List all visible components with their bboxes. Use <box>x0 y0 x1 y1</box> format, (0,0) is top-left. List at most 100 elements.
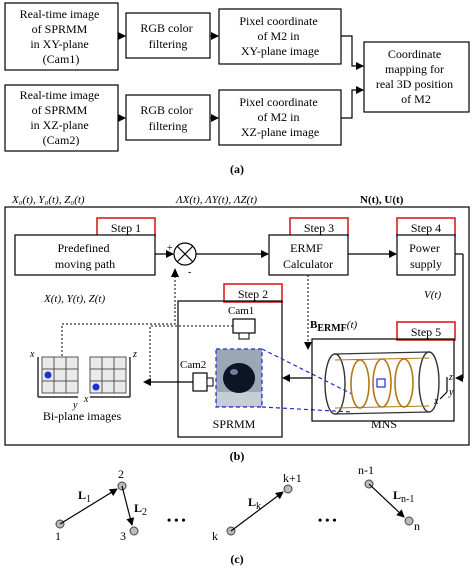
minus-sign: - <box>188 267 191 278</box>
mns-label: MNS <box>371 417 397 431</box>
arrow-power-to-mns <box>455 254 464 382</box>
sprmm-highlight <box>230 369 238 375</box>
mns-axis-y-label: y <box>448 387 454 398</box>
L2-label: L2 <box>134 501 147 518</box>
rgb1-box-text: RGB color filtering <box>140 21 195 51</box>
cam2-image-box <box>4 84 119 152</box>
cam1-icon <box>232 318 256 334</box>
mns-coil-drawing <box>324 351 440 415</box>
xyz-label: X(t), Y(t), Z(t) <box>43 293 105 305</box>
pix1-box-text: Pixel coordinate of M2 in XY-plane image <box>239 14 320 58</box>
feedback-biplane-line <box>61 306 176 356</box>
x0-label: X₀(t), Y₀(t), Z₀(t) <box>11 194 85 206</box>
pix2-box-text: Pixel coordinate of M2 in XZ-plane image <box>239 95 320 139</box>
node-n1-label: n-1 <box>358 463 374 477</box>
path-box-text: Predefined moving path <box>55 241 115 271</box>
biplane1-x-label: x <box>29 349 35 360</box>
step3-label: Step 3 <box>304 221 334 235</box>
sprmm-sphere <box>223 363 255 393</box>
pixel-coordinate-box-1 <box>218 8 342 65</box>
Ln-label: Ln-1 <box>393 488 414 505</box>
node-3 <box>129 526 139 536</box>
biplane-xz-dot <box>92 383 100 391</box>
node-2-label: 2 <box>118 467 124 481</box>
cam2-lens-icon <box>206 377 214 387</box>
ellipsis-1: • • • <box>167 513 186 527</box>
arrow-pix2-to-map <box>341 86 364 119</box>
ermf-box-text: ERMF Calculator <box>283 241 333 271</box>
panel-b: X₀(t), Y₀(t), Z₀(t) ΛX(t), ΛY(t), ΛZ(t) … <box>4 194 470 463</box>
sprmm-frame <box>177 300 283 438</box>
plus-sign: + <box>167 243 173 254</box>
power-box-text: Power supply <box>409 241 443 271</box>
sprmm-photo-base <box>217 392 261 406</box>
panel-c: 1 2 3 L1 L2 • • • k k+1 Lk • • • n-1 n L… <box>55 463 420 566</box>
zoom-line-bottom <box>261 406 353 413</box>
sprmm-label: SPRMM <box>213 417 256 431</box>
rgb-filter-box-2 <box>125 94 211 141</box>
node-1-label: 1 <box>55 529 61 543</box>
ellipsis-2: • • • <box>318 513 337 527</box>
vector-L1 <box>59 488 118 525</box>
predefined-path-box <box>14 234 156 276</box>
vector-L2 <box>121 485 135 526</box>
node-k-label: k <box>212 529 218 543</box>
biplane2-x-label: x <box>83 394 89 405</box>
cam1-image-box <box>4 2 119 71</box>
caption-a: (a) <box>230 162 244 176</box>
vt-label: V(t) <box>424 289 441 301</box>
biplane2-z-label: z <box>132 349 137 360</box>
step2-label: Step 2 <box>238 287 268 301</box>
rgb-filter-box-1 <box>125 12 211 59</box>
rgb2-box-text: RGB color filtering <box>140 103 195 133</box>
arrow-pix1-to-map <box>341 35 364 70</box>
step2-tag <box>223 283 283 303</box>
step5-tag <box>396 321 456 341</box>
Lk-label: Lk <box>248 495 261 512</box>
node-k1-label: k+1 <box>283 471 302 485</box>
delta-label: ΛX(t), ΛY(t), ΛZ(t) <box>175 194 257 206</box>
panel-b-frame <box>4 206 470 446</box>
step1-label: Step 1 <box>111 221 141 235</box>
nu-label: N(t), U(t) <box>360 194 404 206</box>
power-supply-box <box>396 234 456 276</box>
biplane-grid-xz <box>89 356 127 394</box>
biplane-grid-xy <box>41 356 79 394</box>
L1-label: L1 <box>78 488 91 505</box>
cam2-icon <box>192 372 208 392</box>
panel-a: Real-time image of SPRMM in XY-plane (Ca… <box>4 2 470 176</box>
cam1-label: Cam1 <box>228 305 254 317</box>
biplane-xy-dot <box>44 371 52 379</box>
zoom-line-top <box>261 348 353 395</box>
node-k1 <box>283 484 293 494</box>
feedback-arrowhead <box>171 268 179 277</box>
node-3-label: 3 <box>120 529 126 543</box>
cam1-lens-icon <box>238 332 250 340</box>
biplane1-y-label: y <box>72 400 78 411</box>
ermf-arrowhead <box>304 342 312 350</box>
biplane-label: Bi-plane images <box>43 409 122 423</box>
vector-Ln <box>368 483 405 518</box>
b-ermf-label: BERMF(t) <box>310 319 358 334</box>
mns-axis-x <box>439 391 448 400</box>
cam1-to-biplane-line <box>149 325 233 382</box>
cam2-box-text: Real-time image of SPRMM in XZ-plane (Ca… <box>20 88 103 147</box>
step4-label: Step 4 <box>411 221 441 235</box>
biplane-arrowhead <box>143 378 151 386</box>
mns-frame <box>311 338 455 422</box>
pixel-coordinate-box-2 <box>218 89 342 146</box>
caption-b: (b) <box>230 449 245 463</box>
junction-cross-2 <box>176 245 194 263</box>
cam1-box-text: Real-time image of SPRMM in XY-plane (Ca… <box>20 7 103 66</box>
node-n-label: n <box>414 519 420 533</box>
map-box-text: Coordinate mapping for real 3D position … <box>376 47 456 106</box>
node-n <box>404 516 414 526</box>
cam2-label: Cam2 <box>180 359 206 371</box>
caption-c: (c) <box>230 552 243 566</box>
mns-axis-x-label: x <box>433 396 439 407</box>
vector-Lk <box>230 491 284 532</box>
coordinate-mapping-box <box>363 41 470 113</box>
mns-axis-z-label: z <box>448 372 453 383</box>
step5-label: Step 5 <box>411 325 441 339</box>
